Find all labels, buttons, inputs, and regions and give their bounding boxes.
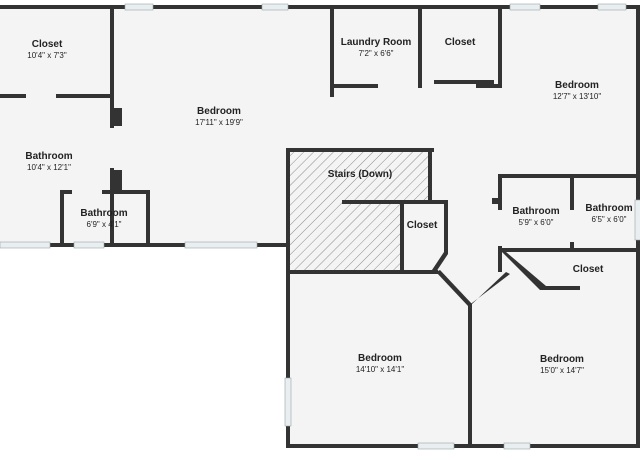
room-label-bathroom-left: Bathroom 10'4" x 12'1" <box>25 151 72 172</box>
room-dimensions: 6'9" x 4'1" <box>86 219 122 229</box>
room-dimensions: 15'0" x 14'7" <box>540 365 584 375</box>
room-dimensions: 6'5" x 6'0" <box>591 214 627 224</box>
room-label-bathroom-small: Bathroom 6'9" x 4'1" <box>80 208 127 229</box>
room-name: Bedroom <box>197 106 241 117</box>
room-dimensions: 14'10" x 14'1" <box>355 364 405 374</box>
room-name: Laundry Room <box>340 37 412 48</box>
room-name: Closet <box>406 220 438 231</box>
windows <box>0 3 640 450</box>
room-dimensions: 10'4" x 12'1" <box>27 162 71 172</box>
room-label-bathroom-far-right: Bathroom 6'5" x 6'0" <box>585 203 632 224</box>
room-name: Closet <box>444 37 476 48</box>
room-label-bedroom-top-left: Bedroom 17'11" x 19'9" <box>195 106 243 127</box>
room-name: Bathroom <box>25 151 73 162</box>
room-label-closet-mid: Closet <box>407 220 438 232</box>
room-label-bedroom-bottom-mid: Bedroom 14'10" x 14'1" <box>356 353 404 374</box>
room-dimensions: 12'7" x 13'10" <box>552 91 602 101</box>
room-name: Bedroom <box>555 80 599 91</box>
room-dimensions: 7'2" x 6'6" <box>358 48 394 58</box>
room-label-closet-right: Closet <box>573 264 604 276</box>
room-label-bedroom-bottom-right: Bedroom 15'0" x 14'7" <box>540 354 584 375</box>
room-name: Bathroom <box>512 206 560 217</box>
room-label-laundry: Laundry Room 7'2" x 6'6" <box>341 37 412 58</box>
door-openings <box>26 84 636 290</box>
room-name: Closet <box>572 264 604 275</box>
room-name: Bathroom <box>80 208 128 219</box>
room-label-closet-top-mid: Closet <box>445 37 476 49</box>
room-name: Bedroom <box>358 353 402 364</box>
room-label-bathroom-mid-right: Bathroom 5'9" x 6'0" <box>512 206 559 227</box>
room-label-bedroom-top-right: Bedroom 12'7" x 13'10" <box>553 80 601 101</box>
room-dimensions: 10'4" x 7'3" <box>27 50 67 60</box>
room-name: Bathroom <box>585 203 633 214</box>
room-dimensions: 5'9" x 6'0" <box>518 217 554 227</box>
room-label-stairs: Stairs (Down) <box>328 169 392 181</box>
room-name: Stairs (Down) <box>327 169 393 180</box>
room-dimensions: 17'11" x 19'9" <box>195 117 243 127</box>
room-name: Bedroom <box>540 354 584 365</box>
stairs-area <box>290 150 432 270</box>
room-label-closet-top-left: Closet 10'4" x 7'3" <box>27 39 66 60</box>
room-name: Closet <box>31 39 63 50</box>
